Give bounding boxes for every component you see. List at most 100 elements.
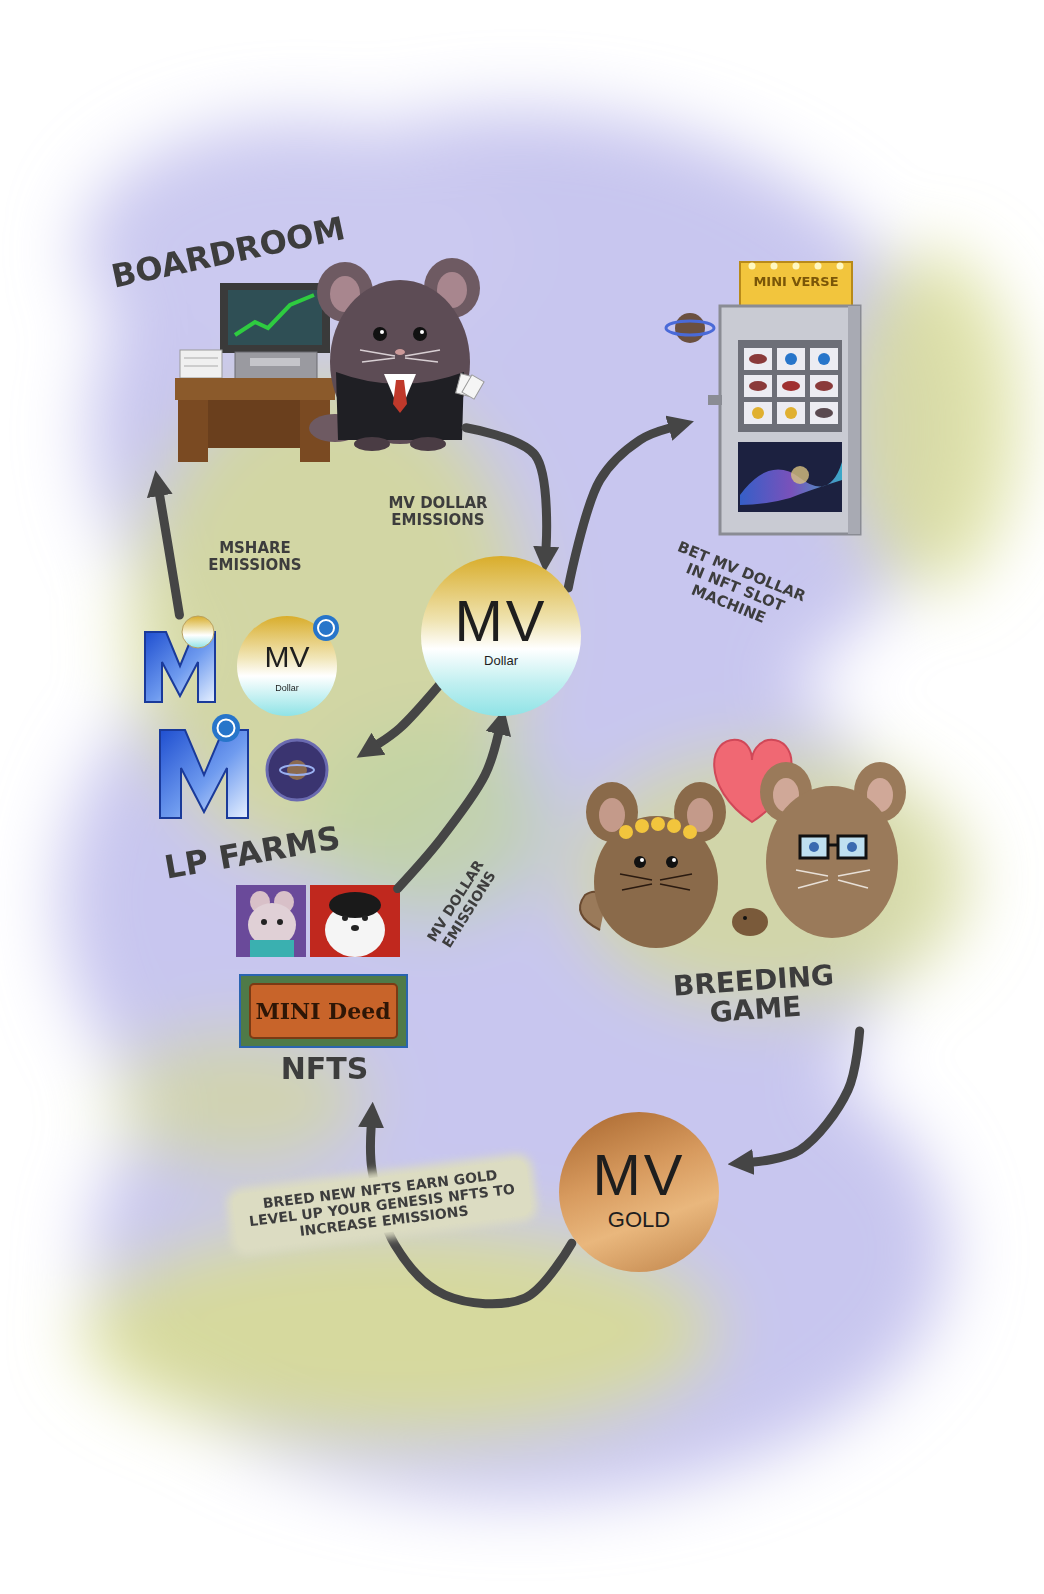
slot-machine-illustration <box>810 402 838 424</box>
slot-machine-illustration <box>777 402 805 424</box>
slot-machine-illustration <box>744 348 772 370</box>
boardroom-illustration <box>184 358 218 359</box>
watercolor-ground <box>110 1030 370 1170</box>
coin-logo: MV <box>421 592 581 650</box>
breeding-illustration <box>599 798 625 832</box>
lp-token-illustration <box>313 615 339 641</box>
boardroom-illustration <box>413 327 427 341</box>
breeding-illustration <box>666 856 678 868</box>
flow-arrow <box>568 428 669 588</box>
slot-machine-illustration <box>777 348 805 370</box>
breeding-illustration <box>580 740 906 948</box>
boardroom-illustration <box>462 375 484 399</box>
token-name: Dollar <box>275 684 299 693</box>
breeding-illustration <box>828 844 838 847</box>
nft-illustration <box>250 940 294 957</box>
slot-machine-illustration <box>771 263 778 270</box>
breeding-illustration <box>667 819 681 833</box>
breeding-illustration <box>672 858 676 862</box>
slot-machine-illustration <box>810 348 838 370</box>
connector-group <box>160 428 860 1304</box>
slot-machine-illustration <box>744 402 772 424</box>
breeding-illustration <box>838 836 866 858</box>
edge-label: MV DOLLAR EMISSIONS <box>418 848 506 963</box>
slot-machine-illustration <box>782 381 800 391</box>
slot-machine-illustration <box>708 395 722 405</box>
slot-machine-illustration <box>793 263 800 270</box>
slot-machine-illustration <box>666 321 714 335</box>
boardroom-illustration <box>175 258 484 462</box>
slot-machine-illustration <box>785 353 797 365</box>
slot-machine-illustration <box>666 262 860 534</box>
nft-illustration <box>240 975 407 1047</box>
breeding-illustration <box>743 916 747 920</box>
nft-illustration <box>351 925 359 931</box>
nft-illustration <box>277 919 283 925</box>
breeding-illustration <box>683 825 697 839</box>
breeding-illustration <box>640 858 644 862</box>
lp-token-illustration <box>212 714 240 742</box>
breeding-illustration <box>766 786 898 938</box>
nft-illustration <box>250 984 397 1038</box>
lp-token-illustration <box>287 760 307 780</box>
nft-illustration <box>236 885 306 957</box>
coin-name: GOLD <box>559 1208 719 1232</box>
section-title: LP FARMS <box>162 818 355 886</box>
boardroom-illustration <box>184 366 218 367</box>
breeding-illustration <box>634 856 646 868</box>
slot-machine-illustration <box>815 381 833 391</box>
edge-label: BET MV DOLLAR IN NFT SLOT MACHINE <box>656 536 814 640</box>
nft-group: NFTS <box>232 880 412 1095</box>
slot-machine-illustration <box>738 442 842 512</box>
nft-illustration <box>310 885 400 957</box>
slot-machine-illustration <box>791 466 809 484</box>
boardroom-illustration <box>360 350 440 362</box>
boardroom-illustration <box>235 352 317 380</box>
token-logo: MV <box>265 642 310 672</box>
boardroom-illustration <box>393 380 407 413</box>
token-coin: MVGOLD <box>559 1112 719 1272</box>
watercolor-ground <box>60 110 1020 1500</box>
flow-arrow <box>378 684 440 744</box>
section-title: BOARDROOM <box>108 211 348 295</box>
breeding-illustration <box>620 874 692 890</box>
breeding-illustration <box>635 819 649 833</box>
slot-machine-illustration <box>749 381 767 391</box>
slot-machine-illustration <box>810 375 838 397</box>
edge-label: BREED NEW NFTS EARN GOLD LEVEL UP YOUR G… <box>232 1159 533 1251</box>
nft-illustration <box>342 915 348 921</box>
watercolor-ground <box>840 250 1020 590</box>
slot-machine-illustration <box>818 353 830 365</box>
nft-illustration <box>261 919 267 925</box>
boardroom-illustration <box>420 330 424 334</box>
breeding-illustration <box>796 870 870 888</box>
flow-arrow <box>753 1031 859 1162</box>
machine-sign: MINI VERSE <box>740 275 852 289</box>
flow-arrow <box>160 496 180 615</box>
breeding-illustration <box>619 825 633 839</box>
nft-illustration <box>236 885 407 1047</box>
boardroom-illustration <box>250 358 300 366</box>
boardroom-illustration <box>208 400 300 448</box>
section-title: NFTS <box>242 1052 407 1085</box>
slot-machine-illustration <box>752 407 764 419</box>
coin-name: Dollar <box>421 654 581 668</box>
boardroom-illustration <box>330 280 470 444</box>
slot-machine: MINI VERSE <box>700 258 878 536</box>
token-coin: MV Dollar <box>421 556 581 716</box>
slot-machine-illustration <box>749 263 756 270</box>
slot-machine-illustration <box>744 375 772 397</box>
slot-machine-illustration <box>740 262 852 306</box>
lp-token-illustration <box>145 615 339 818</box>
nft-illustration <box>362 915 368 921</box>
boardroom-illustration <box>354 437 390 451</box>
slot-machine-illustration <box>785 407 797 419</box>
slot-machine-illustration <box>675 313 705 343</box>
edge-label: MSHARE EMISSIONS <box>200 540 310 575</box>
slot-machine-illustration <box>749 354 767 364</box>
slot-machine-illustration <box>837 263 844 270</box>
breeding-illustration <box>586 782 638 842</box>
